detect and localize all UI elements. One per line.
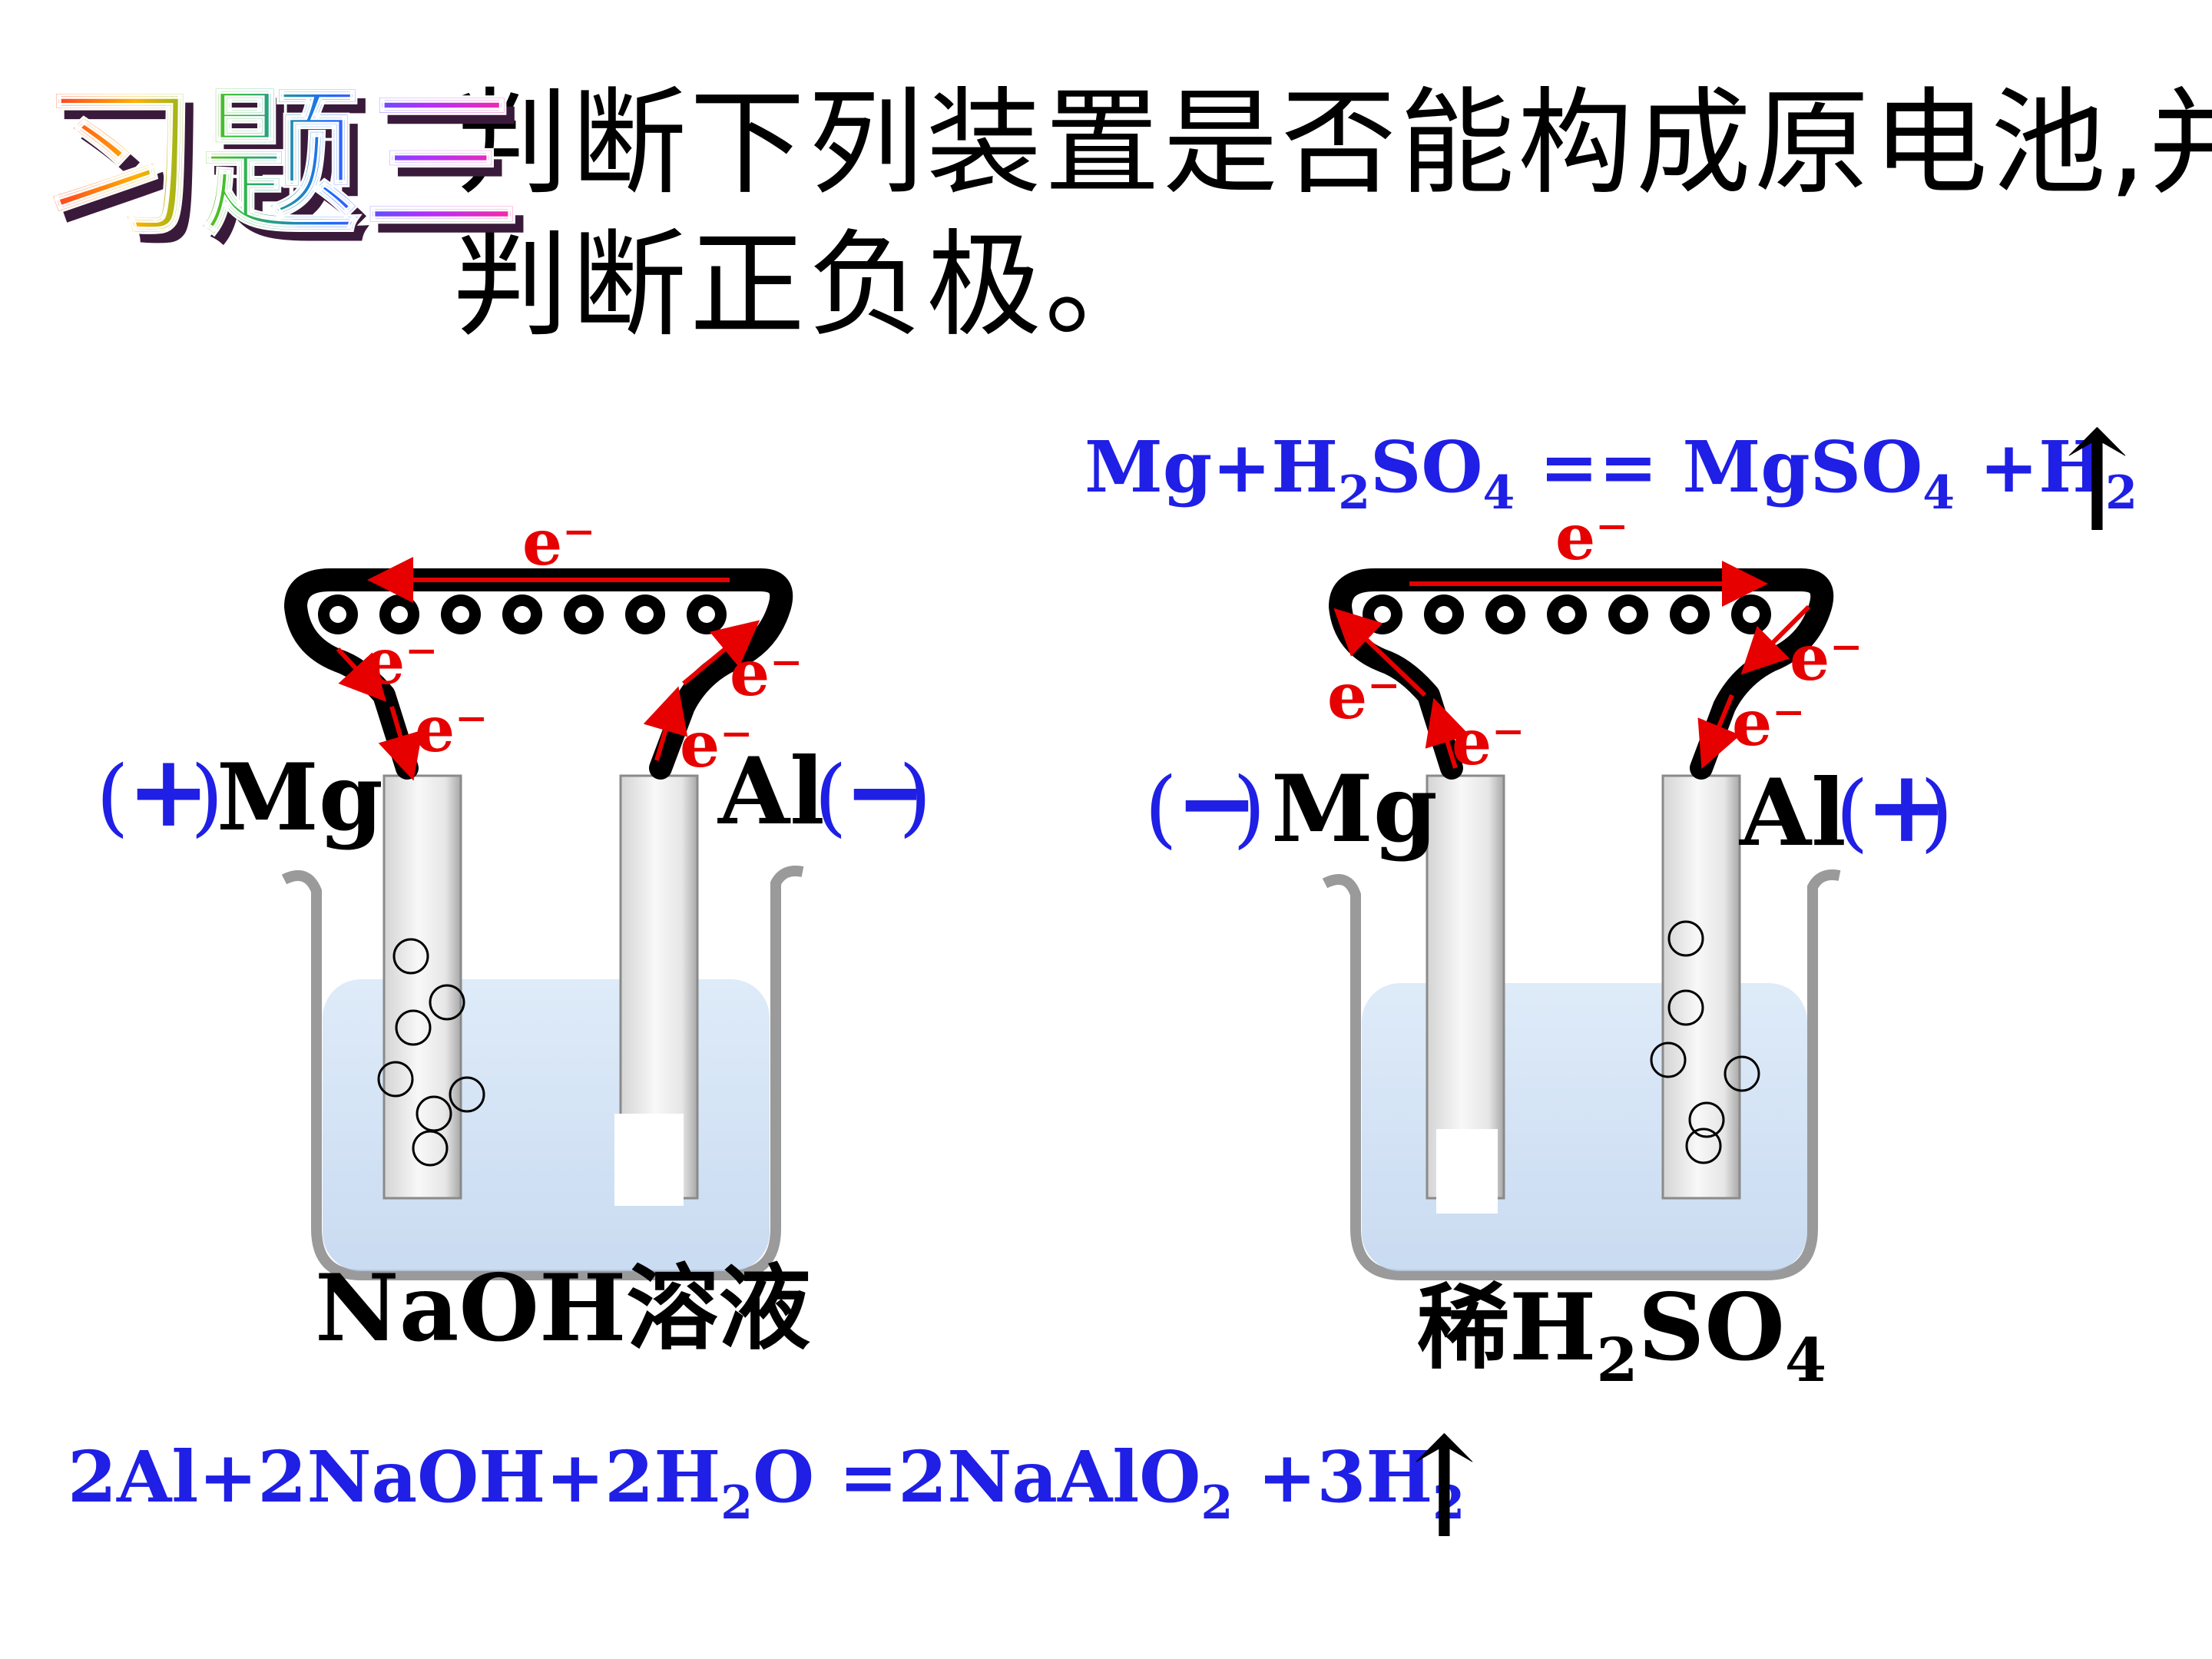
left-solution-label: NaOH溶液 <box>315 1254 810 1363</box>
left-al-label: Al <box>717 737 825 846</box>
right-mg-label: Mg <box>1271 755 1438 863</box>
left-mg-label: Mg <box>217 743 383 852</box>
left-mg-rod <box>382 774 462 1200</box>
right-e-label-3: e⁻ <box>1790 621 1863 695</box>
right-bubbles <box>1650 920 1760 1164</box>
right-cell: e⁻ e⁻ e⁻ e⁻ e⁻ ( − ) Mg Al ( + ) 稀H2SO4 <box>1144 501 1953 1396</box>
left-mg-sign-open: ( <box>96 747 129 846</box>
badge-logo: 习题三 习题三 <box>38 68 532 268</box>
left-mg-sign-close: ) <box>190 747 224 846</box>
right-equation-text: Mg+H2SO4 == MgSO4 +H2 <box>1084 426 2137 520</box>
right-al-rod <box>1661 774 1741 1200</box>
left-equation-text: 2Al+2NaOH+2H2O =2NaAlO2 +3H2 <box>68 1435 1465 1530</box>
right-mg-rod <box>1426 774 1505 1200</box>
right-equation: Mg+H2SO4 == MgSO4 +H2 ↑ <box>1084 402 2155 563</box>
right-al-sign-open: ( <box>1836 763 1869 861</box>
left-al-sign-close: ) <box>899 747 932 846</box>
left-beaker <box>281 866 804 1280</box>
right-al-label: Al <box>1739 759 1846 867</box>
left-e-label-3: e⁻ <box>730 637 803 710</box>
right-e-label-top: e⁻ <box>1555 501 1628 575</box>
left-bubbles <box>377 938 485 1167</box>
left-e-label-top: e⁻ <box>522 506 595 580</box>
left-e-label-1: e⁻ <box>365 625 438 699</box>
question-text: 判断下列装置是否能构成原电池,并 判断正负极。 <box>453 73 2212 357</box>
left-al-rod-corroded <box>614 1114 684 1206</box>
question-line-2: 判断正负极。 <box>453 219 1164 353</box>
left-mg-sign: + <box>127 732 210 849</box>
right-mg-sign-close: ) <box>1233 759 1266 857</box>
right-al-sign: + <box>1865 747 1949 865</box>
right-solution-label: 稀H2SO4 <box>1417 1273 1826 1396</box>
right-mg-rod-corroded <box>1436 1129 1498 1214</box>
left-al-sign-open: ( <box>814 747 847 846</box>
badge-shadow: 习题三 <box>48 79 531 267</box>
right-mg-sign-open: ( <box>1144 759 1177 857</box>
right-e-label-2: e⁻ <box>1452 706 1525 780</box>
left-al-sign: − <box>843 732 927 849</box>
left-gas-arrow: ↑ <box>1386 1409 1502 1569</box>
right-beaker <box>1322 869 1841 1280</box>
right-electron-arrows <box>1333 561 1811 770</box>
left-electron-arrows <box>336 557 760 781</box>
right-mg-sign: − <box>1175 743 1259 861</box>
left-e-label-2: e⁻ <box>415 693 488 767</box>
right-al-sign-close: ) <box>1920 763 1953 861</box>
right-gas-arrow: ↑ <box>2039 402 2155 563</box>
left-e-label-4: e⁻ <box>680 708 753 782</box>
question-line-1: 判断下列装置是否能构成原电池,并 <box>453 77 2212 210</box>
left-cell: e⁻ e⁻ e⁻ e⁻ e⁻ ( + ) Mg Al ( − ) NaOH溶液 <box>96 506 932 1363</box>
right-e-label-1: e⁻ <box>1327 660 1400 733</box>
right-e-label-4: e⁻ <box>1732 687 1805 760</box>
left-equation: 2Al+2NaOH+2H2O =2NaAlO2 +3H2 ↑ <box>68 1409 1502 1569</box>
badge-text: 习题三 <box>38 69 522 257</box>
